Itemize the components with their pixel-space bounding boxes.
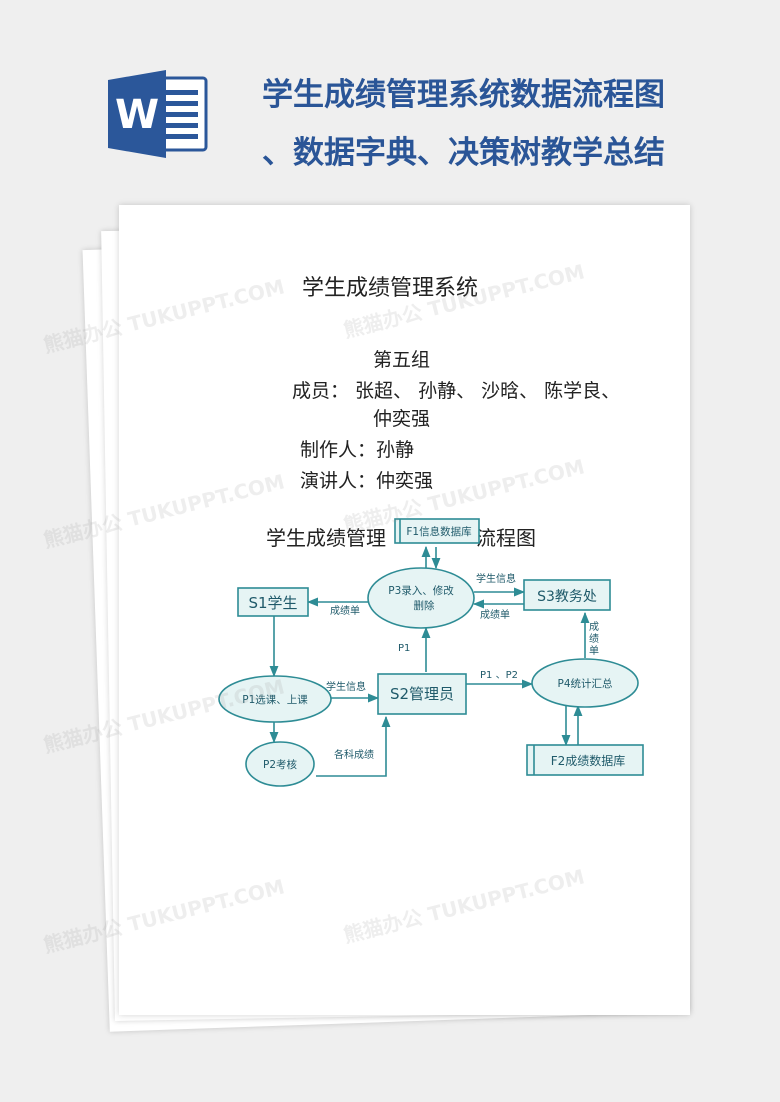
process-p1: P1选课、上课 [218,675,332,723]
flow-label-p1-s2: 学生信息 [326,680,366,693]
process-p3-label-line2: 删除 [414,599,435,612]
word-logo-icon: W [108,70,208,158]
process-p1-label: P1选课、上课 [242,693,308,706]
diagram-title-left: 学生成绩管理 [266,526,386,550]
presenter-line: 演讲人：仲奕强 [300,470,434,492]
process-p2: P2考核 [245,741,315,787]
flow-p2-to-s2 [316,715,391,777]
page-heading: 学生成绩管理系统数据流程图 、数据字典、决策树教学总结 [262,66,762,182]
datastore-f1: F1信息数据库 [394,518,480,544]
maker-line: 制作人：孙静 [300,439,415,461]
entity-s1-label: S1学生 [248,594,297,612]
page-heading-line1: 学生成绩管理系统数据流程图 [262,77,665,113]
word-logo-letter: W [115,92,159,138]
process-p3: P3录入、修改 删除 [367,567,475,629]
entity-s3: S3教务处 [523,579,611,611]
process-p4-label: P4统计汇总 [557,677,613,690]
datastore-f1-label: F1信息数据库 [406,525,471,538]
members-line: 成员： 张超、 孙静、 沙晗、 陈学良、 [292,380,621,402]
process-p2-label: P2考核 [263,758,298,771]
entity-s2: S2管理员 [377,673,467,715]
group-name: 第五组 [373,349,431,371]
flow-label-s2-p4: P1 、P2 [480,670,518,681]
flow-label-p3-s1: 成绩单 [330,604,360,617]
flow-label-p2-s2: 各科成绩 [334,748,374,761]
entity-s1: S1学生 [237,587,309,617]
page-heading-line2: 、数据字典、决策树教学总结 [262,135,665,171]
datastore-f2-label: F2成绩数据库 [551,753,626,768]
flow-label-p4-s3-1: 成 [589,621,599,633]
entity-s3-label: S3教务处 [537,589,597,605]
entity-s2-label: S2管理员 [390,685,454,703]
flow-label-p4-s3-3: 单 [589,645,599,657]
diagram-title-right: 流程图 [476,526,536,550]
process-p3-label-line1: P3录入、修改 [388,584,454,597]
datastore-f2: F2成绩数据库 [526,744,644,776]
members-line-continued: 仲奕强 [373,408,431,430]
flow-label-p3-s3: 学生信息 [476,572,516,585]
flow-label-s3-p3: 成绩单 [480,608,510,621]
flow-label-s2-p3: P1 [398,643,410,654]
flow-label-p4-s3-2: 绩 [589,632,599,645]
process-p4: P4统计汇总 [531,658,639,708]
flow-lines [269,545,590,777]
document-title: 学生成绩管理系统 [301,276,478,301]
